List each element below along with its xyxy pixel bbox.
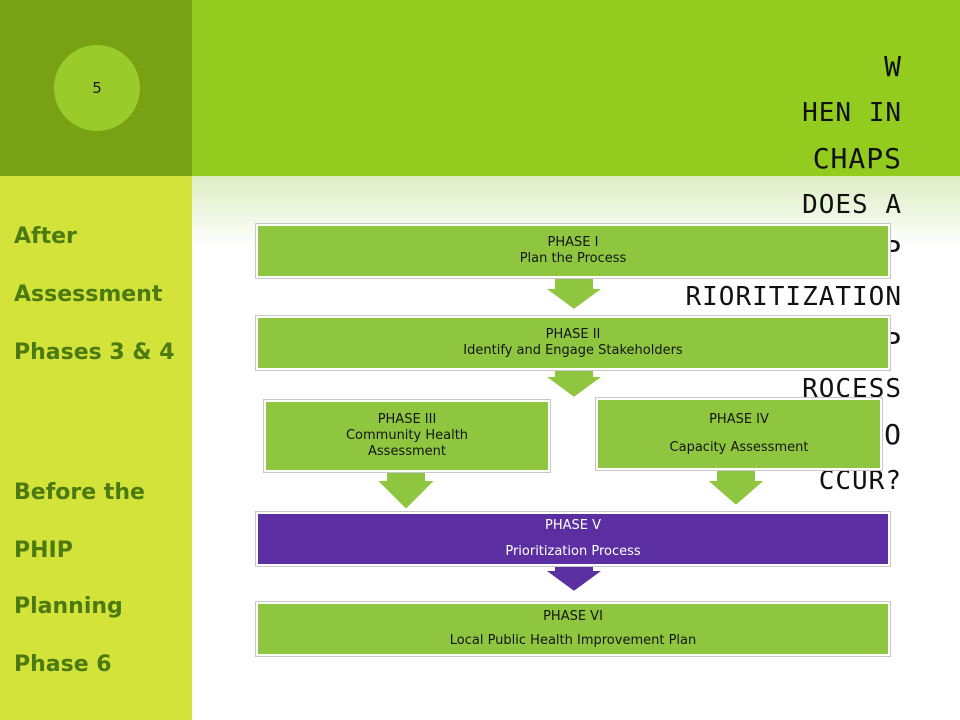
arrow-phase2-to-phase3-4 — [540, 365, 608, 400]
header-bar — [192, 0, 960, 176]
sidebar-line-assessment: Assessment — [14, 282, 163, 307]
phase-1-box: PHASE I Plan the Process — [256, 224, 890, 278]
arrow-phase5-to-phase6 — [540, 561, 608, 594]
sidebar-line-before: Before the — [14, 480, 145, 505]
phase-6-title: PHASE VI — [543, 609, 603, 624]
phase-1-title: PHASE I — [547, 235, 599, 250]
sidebar-line-phases: Phases 3 & 4 — [14, 340, 175, 365]
phase-4-subtitle: Capacity Assessment — [669, 440, 809, 455]
phase-3-box: PHASE III Community Health Assessment — [264, 400, 550, 472]
slide-number-badge: 5 — [54, 45, 140, 131]
phase-4-box: PHASE IV Capacity Assessment — [596, 398, 882, 470]
sidebar-panel — [0, 176, 192, 720]
phase-3-title: PHASE III — [377, 412, 437, 427]
arrow-phase1-to-phase2 — [540, 275, 608, 312]
sidebar-line-phase6: Phase 6 — [14, 652, 112, 677]
phase-3-subtitle: Community Health Assessment — [345, 428, 469, 459]
phase-2-subtitle: Identify and Engage Stakeholders — [463, 343, 683, 358]
phase-4-title: PHASE IV — [709, 412, 769, 427]
slide-number: 5 — [92, 79, 102, 97]
phase-5-title: PHASE V — [545, 518, 601, 533]
phase-5-box: PHASE V Prioritization Process — [256, 512, 890, 566]
phase-6-box: PHASE VI Local Public Health Improvement… — [256, 602, 890, 656]
sidebar-line-planning: Planning — [14, 594, 123, 619]
phase-2-title: PHASE II — [545, 327, 601, 342]
arrow-phase4-to-phase5 — [703, 467, 769, 508]
phase-6-subtitle: Local Public Health Improvement Plan — [449, 633, 697, 648]
arrow-phase3-to-phase5 — [373, 467, 439, 512]
phase-2-box: PHASE II Identify and Engage Stakeholder… — [256, 316, 890, 370]
phase-1-subtitle: Plan the Process — [519, 251, 627, 266]
sidebar-line-phip: PHIP — [14, 538, 73, 563]
phase-5-subtitle: Prioritization Process — [505, 544, 641, 559]
sidebar-line-after: After — [14, 224, 77, 249]
